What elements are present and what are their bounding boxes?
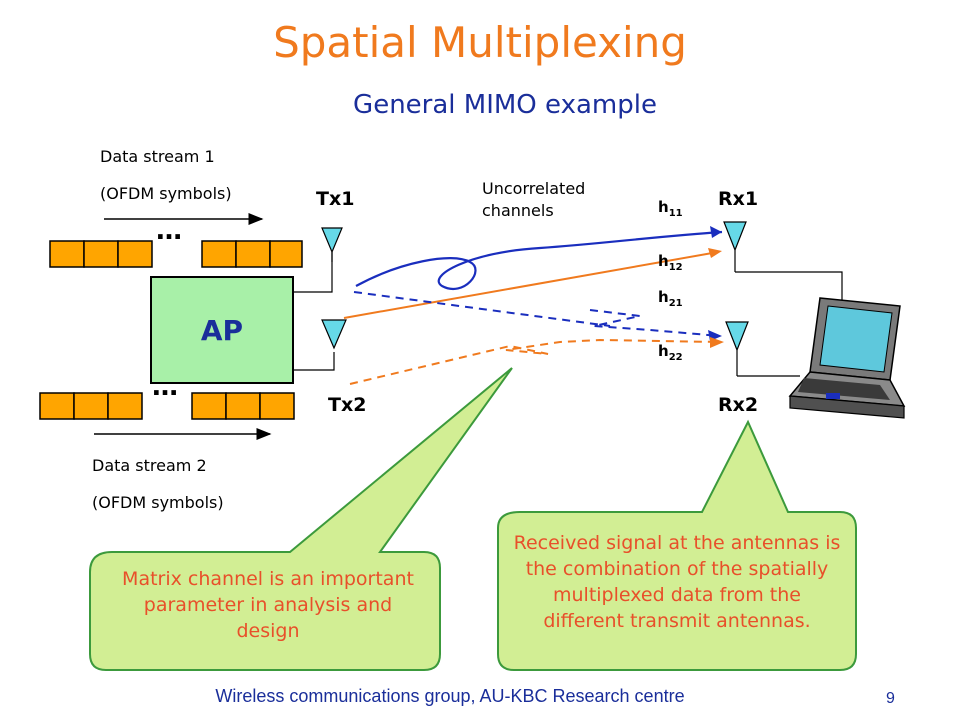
tx2-feed — [294, 352, 335, 371]
rx2-label: Rx2 — [718, 394, 759, 416]
channel-h21 — [353, 291, 721, 337]
callout-right-bubble — [497, 419, 857, 671]
tx1-feed — [294, 252, 333, 293]
rx1-antenna-icon — [723, 221, 747, 252]
slide-subtitle: General MIMO example — [353, 90, 657, 120]
rx1-label: Rx1 — [718, 188, 759, 210]
channel-h22 — [349, 338, 721, 385]
stream2-name: Data stream 2 — [92, 456, 207, 475]
channels-label-line2: channels — [482, 201, 554, 220]
h11-label: h11 — [658, 198, 683, 219]
channel-h12 — [343, 251, 719, 319]
h12-label: h12 — [658, 252, 683, 273]
footer-text: Wireless communications group, AU-KBC Re… — [215, 686, 685, 706]
tx2-antenna-icon — [321, 319, 347, 350]
stream2-symbols — [39, 392, 295, 420]
h22-label: h22 — [658, 342, 683, 363]
rx2-antenna-icon — [725, 321, 749, 352]
tx1-label: Tx1 — [316, 188, 355, 210]
slide-title: Spatial Multiplexing — [273, 18, 687, 67]
uncorrelated-channels-label: Uncorrelated channels — [482, 178, 585, 222]
callout-left-bubble — [89, 367, 513, 671]
laptop-icon — [788, 297, 906, 419]
ap-label: AP — [200, 313, 244, 347]
stream2-desc: (OFDM symbols) — [92, 493, 224, 512]
stream1-name: Data stream 1 — [100, 147, 215, 166]
channels-label-line1: Uncorrelated — [482, 179, 586, 198]
tx2-label: Tx2 — [328, 394, 367, 416]
rx1-feed — [735, 271, 843, 310]
page-number: 9 — [886, 690, 895, 707]
tx1-antenna-icon — [321, 227, 343, 254]
stream1-desc: (OFDM symbols) — [100, 184, 232, 203]
callout-left-text: Matrix channel is an important parameter… — [122, 568, 414, 642]
stream1-symbols — [49, 240, 303, 268]
stream1-ellipsis: … — [156, 216, 182, 246]
stream2-ellipsis: … — [152, 372, 178, 402]
callout-right-text: Received signal at the antennas is the c… — [513, 532, 841, 632]
access-point-box: AP — [150, 276, 294, 384]
channel-h11 — [355, 230, 723, 290]
h21-label: h21 — [658, 288, 683, 309]
